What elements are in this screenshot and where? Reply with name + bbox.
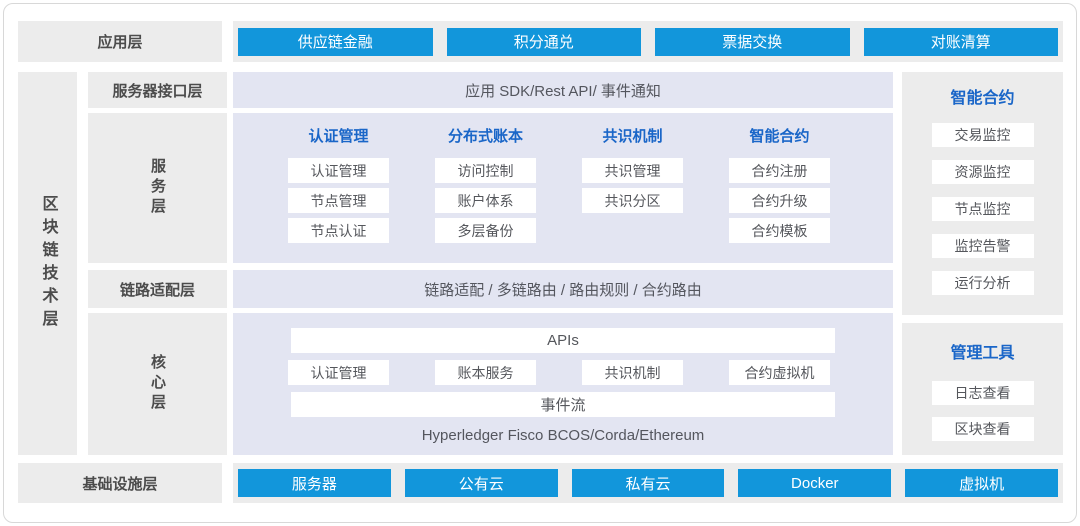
service-item: 账户体系 xyxy=(435,188,536,213)
service-column-ledger-header: 分布式账本 xyxy=(447,128,523,145)
service-column-consensus-header: 共识机制 xyxy=(602,128,663,145)
infra-button-public-cloud[interactable]: 公有云 xyxy=(404,469,558,497)
app-layer-label: 应用层 xyxy=(18,21,222,62)
core-platforms-text: Hyperledger Fisco BCOS/Corda/Ethereum xyxy=(421,427,705,444)
core-layer-label-box: 核心层 xyxy=(88,313,227,455)
app-layer-button-strip: 供应链金融 积分通兑 票据交换 对账清算 xyxy=(233,21,1063,62)
service-column-auth: 认证管理 认证管理 节点管理 节点认证 xyxy=(288,113,389,263)
infra-layer-label: 基础设施层 xyxy=(18,463,222,503)
core-layer-label: 核心层 xyxy=(149,354,166,414)
side-panel-smart-contract: 智能合约 交易监控 资源监控 节点监控 监控告警 运行分析 xyxy=(902,72,1063,315)
adapter-layer-label: 链路适配层 xyxy=(88,270,227,308)
tech-layer-label-box: 区块链技术层 xyxy=(18,72,77,455)
infra-button-virtual-machine[interactable]: 虚拟机 xyxy=(905,469,1058,497)
panel-item-block-view: 区块查看 xyxy=(931,417,1034,441)
app-button-reconciliation-clearing[interactable]: 对账清算 xyxy=(863,27,1058,56)
app-button-points-exchange[interactable]: 积分通兑 xyxy=(446,27,641,56)
side-panel-management-tools-header: 管理工具 xyxy=(950,345,1015,362)
service-column-ledger: 分布式账本 访问控制 账户体系 多层备份 xyxy=(435,113,536,263)
panel-item-transaction-monitor: 交易监控 xyxy=(931,123,1034,147)
infra-layer-button-strip: 服务器 公有云 私有云 Docker 虚拟机 xyxy=(233,463,1063,503)
side-panel-management-tools: 管理工具 日志查看 区块查看 xyxy=(902,323,1063,455)
infra-button-docker[interactable]: Docker xyxy=(738,469,892,497)
infra-button-server[interactable]: 服务器 xyxy=(238,469,391,497)
diagram-border xyxy=(3,3,1077,523)
service-item: 合约升级 xyxy=(729,188,830,213)
service-item: 共识分区 xyxy=(582,188,683,213)
core-module: 认证管理 xyxy=(288,360,389,385)
service-column-contract: 智能合约 合约注册 合约升级 合约模板 xyxy=(729,113,830,263)
service-item: 多层备份 xyxy=(435,218,536,243)
service-item: 合约注册 xyxy=(729,158,830,183)
service-layer-box: 认证管理 认证管理 节点管理 节点认证 分布式账本 访问控制 账户体系 多层备份… xyxy=(233,113,893,263)
service-column-contract-header: 智能合约 xyxy=(749,128,810,145)
interface-layer-content-bar: 应用 SDK/Rest API/ 事件通知 xyxy=(233,72,893,108)
panel-item-run-analysis: 运行分析 xyxy=(931,271,1034,295)
core-apis-bar: APIs xyxy=(291,328,835,353)
panel-item-resource-monitor: 资源监控 xyxy=(931,160,1034,184)
core-event-stream-bar: 事件流 xyxy=(291,392,835,417)
service-item: 节点认证 xyxy=(288,218,389,243)
core-module: 共识机制 xyxy=(582,360,683,385)
infra-button-private-cloud[interactable]: 私有云 xyxy=(571,469,725,497)
core-layer-box: APIs 认证管理 账本服务 共识机制 合约虚拟机 事件流 Hyperledge… xyxy=(233,313,893,455)
service-item: 访问控制 xyxy=(435,158,536,183)
panel-item-monitor-alert: 监控告警 xyxy=(931,234,1034,258)
adapter-layer-content-bar: 链路适配 / 多链路由 / 路由规则 / 合约路由 xyxy=(233,270,893,308)
service-item: 节点管理 xyxy=(288,188,389,213)
panel-item-node-monitor: 节点监控 xyxy=(931,197,1034,221)
service-item: 共识管理 xyxy=(582,158,683,183)
service-layer-label: 服务层 xyxy=(149,158,166,218)
service-column-auth-header: 认证管理 xyxy=(308,128,369,145)
app-button-bill-exchange[interactable]: 票据交换 xyxy=(655,27,850,56)
service-item: 合约模板 xyxy=(729,218,830,243)
service-column-consensus: 共识机制 共识管理 共识分区 xyxy=(582,113,683,263)
side-panel-smart-contract-header: 智能合约 xyxy=(950,90,1015,107)
panel-item-log-view: 日志查看 xyxy=(931,381,1034,405)
service-layer-label-box: 服务层 xyxy=(88,113,227,263)
core-module: 账本服务 xyxy=(435,360,536,385)
app-button-supply-chain-finance[interactable]: 供应链金融 xyxy=(238,27,433,56)
interface-layer-label: 服务器接口层 xyxy=(88,72,227,108)
core-module: 合约虚拟机 xyxy=(729,360,830,385)
tech-layer-label: 区块链技术层 xyxy=(39,194,57,333)
service-item: 认证管理 xyxy=(288,158,389,183)
